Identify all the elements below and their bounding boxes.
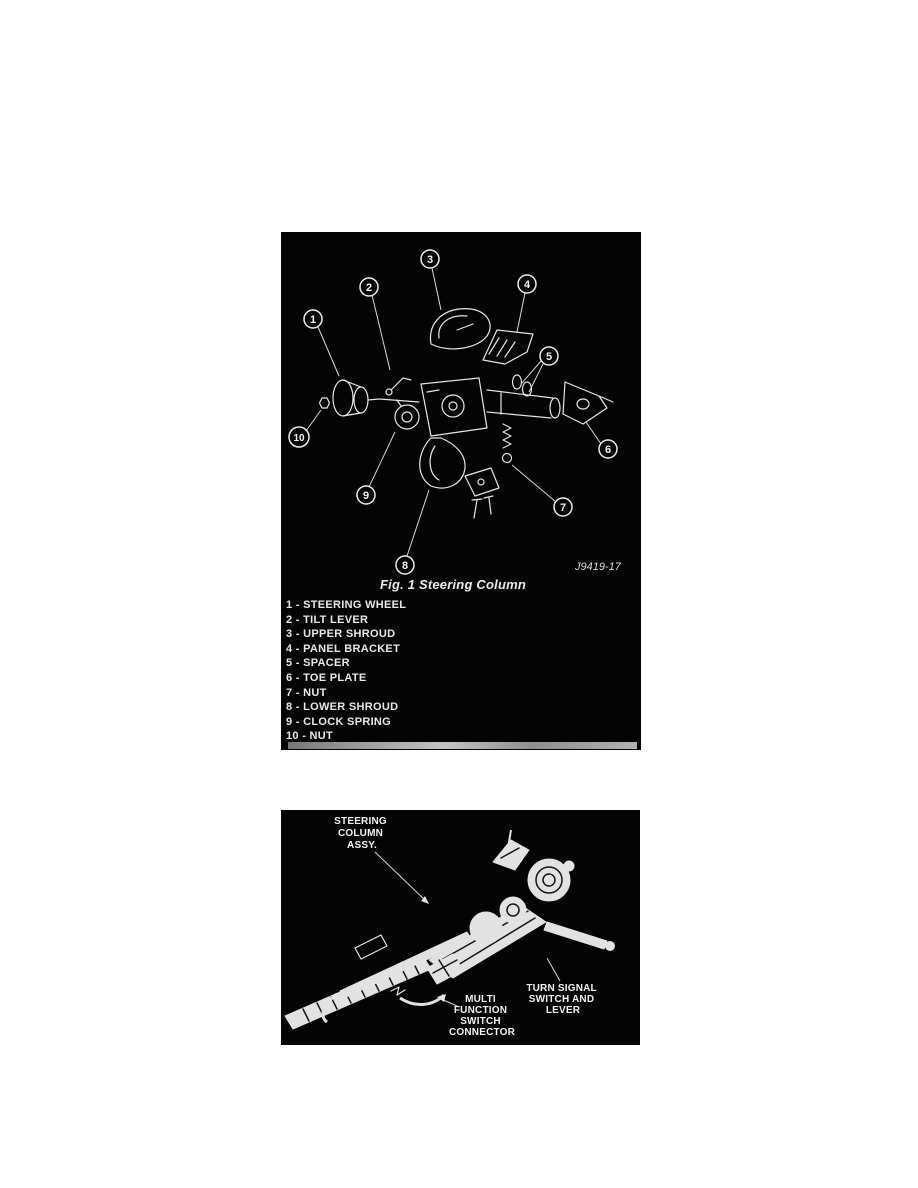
figure2-panel: STEERING COLUMN ASSY. TURN SIGNAL SWITCH… (281, 810, 640, 1045)
figure-reference-code: J9419-17 (574, 561, 622, 573)
svg-text:10: 10 (293, 433, 305, 444)
lower-shroud-drawing (419, 437, 466, 489)
svg-text:9: 9 (363, 490, 369, 502)
legend-item: 10 - NUT (286, 730, 334, 743)
callout-1: 1 (303, 309, 323, 329)
column-shaft-drawing (378, 398, 420, 403)
spring-and-nut-drawing (501, 423, 513, 464)
svg-text:2: 2 (366, 282, 372, 294)
ignition-cap-drawing (527, 858, 575, 902)
multi-function-switch-connector-label: MULTI FUNCTION SWITCH CONNECTOR (449, 994, 516, 1038)
column-body-drawing (428, 829, 547, 979)
callout-8: 8 (395, 555, 415, 575)
legend-item: 3 - UPPER SHROUD (286, 628, 396, 641)
figure1-diagram: 1 2 3 4 5 6 7 8 9 (288, 249, 622, 575)
callout-leader-lines (305, 267, 602, 557)
callout-9: 9 (356, 485, 376, 505)
nut-10-drawing (318, 397, 331, 409)
panel-bracket-drawing (482, 329, 534, 365)
callout-5: 5 (539, 346, 559, 366)
figure1-caption: Fig. 1 Steering Column (380, 577, 526, 592)
svg-text:7: 7 (560, 502, 566, 514)
svg-text:6: 6 (605, 444, 611, 456)
svg-text:8: 8 (402, 560, 408, 572)
toe-plate-drawing (562, 381, 614, 425)
figure1-panel: 1 2 3 4 5 6 7 8 9 (281, 232, 641, 750)
column-housing-drawing (420, 377, 488, 437)
legend-item: 4 - PANEL BRACKET (286, 642, 401, 655)
clock-spring-drawing (394, 399, 420, 430)
svg-text:5: 5 (546, 351, 552, 363)
steering-column-assy-label: STEERING COLUMN ASSY. (334, 816, 390, 851)
lower-bracket-drawing (464, 467, 500, 519)
callout-6: 6 (598, 439, 618, 459)
steering-wheel-drawing (332, 379, 380, 417)
callout-2: 2 (359, 277, 379, 297)
figure2-diagram: STEERING COLUMN ASSY. TURN SIGNAL SWITCH… (284, 816, 615, 1038)
legend-item: 9 - CLOCK SPRING (286, 715, 392, 728)
turn-signal-lever-drawing (543, 921, 615, 951)
spacer-drawing (511, 374, 533, 397)
turn-signal-switch-lever-label: TURN SIGNAL SWITCH AND LEVER (526, 983, 599, 1016)
callout-7: 7 (553, 497, 573, 517)
callout-4: 4 (517, 274, 537, 294)
svg-text:4: 4 (524, 279, 531, 291)
scan-artifact-strip (288, 742, 637, 749)
legend-item: 1 - STEERING WHEEL (286, 599, 407, 611)
upper-shroud-drawing (429, 308, 491, 350)
legend-item: 8 - LOWER SHROUD (286, 701, 399, 714)
column-tube-drawing (486, 389, 561, 419)
label-leader-lines (374, 851, 561, 1007)
mount-bracket-drawing (354, 934, 388, 960)
legend-item: 5 - SPACER (286, 657, 350, 670)
svg-text:3: 3 (427, 254, 433, 266)
legend-item: 2 - TILT LEVER (286, 613, 369, 626)
tilt-lever-drawing (385, 377, 412, 396)
callout-10: 10 (288, 426, 310, 448)
legend-item: 7 - NUT (286, 686, 327, 699)
legend-item: 6 - TOE PLATE (286, 671, 367, 684)
figure1-legend: 1 - STEERING WHEEL 2 - TILT LEVER 3 - UP… (286, 598, 406, 744)
callout-3: 3 (420, 249, 440, 269)
svg-text:1: 1 (310, 314, 316, 326)
